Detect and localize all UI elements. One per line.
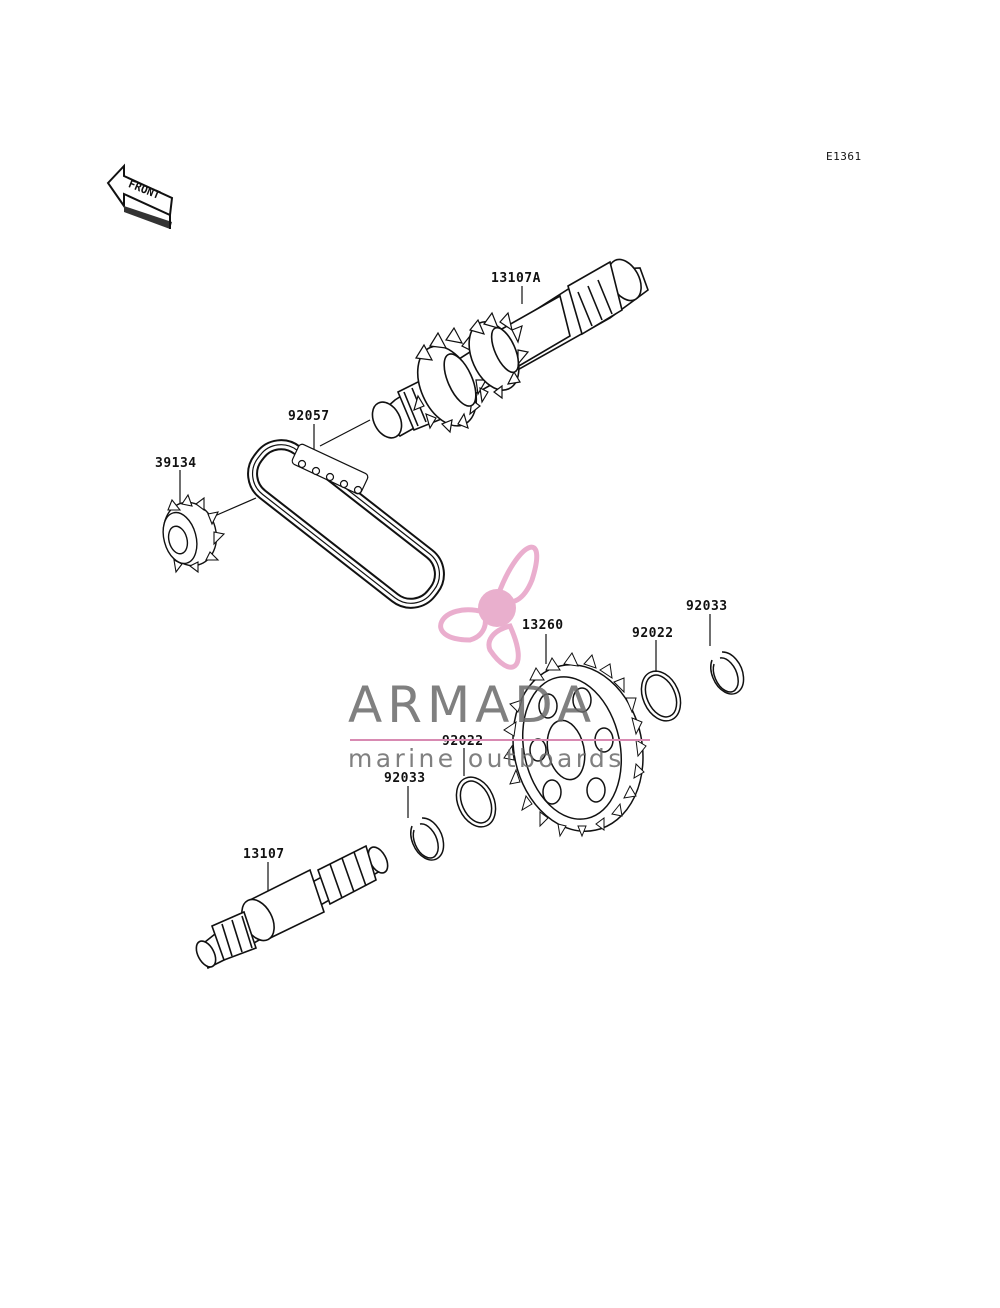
propeller-logo-icon	[438, 544, 540, 670]
front-arrow-icon: FRONT	[106, 163, 174, 229]
part-label-13107[interactable]: 13107	[243, 847, 285, 862]
part-label-92057[interactable]: 92057	[288, 409, 330, 424]
chain-92057	[247, 439, 445, 609]
part-label-92022-left[interactable]: 92022	[442, 734, 484, 749]
watermark-brand-name: ARMADA	[348, 676, 597, 734]
part-label-92033-right[interactable]: 92033	[686, 599, 728, 614]
diagram-code: E1361	[826, 150, 862, 163]
watermark-tagline: marine outboards	[348, 744, 625, 773]
shaft-13107A	[371, 258, 649, 439]
gear-13260	[503, 652, 647, 838]
part-label-92033-left[interactable]: 92033	[384, 771, 426, 786]
part-label-13107A[interactable]: 13107A	[491, 271, 541, 286]
ring-92022-left	[455, 776, 497, 828]
circlip-92033-right	[710, 651, 745, 695]
ring-92022-right	[640, 670, 682, 722]
watermark-divider	[350, 739, 650, 741]
part-label-13260[interactable]: 13260	[522, 618, 564, 633]
part-label-92022-right[interactable]: 92022	[632, 626, 674, 641]
sprocket-39134	[162, 493, 226, 574]
circlip-92033-left	[410, 817, 445, 861]
part-label-39134[interactable]: 39134	[155, 456, 197, 471]
shaft-13107	[195, 844, 389, 970]
